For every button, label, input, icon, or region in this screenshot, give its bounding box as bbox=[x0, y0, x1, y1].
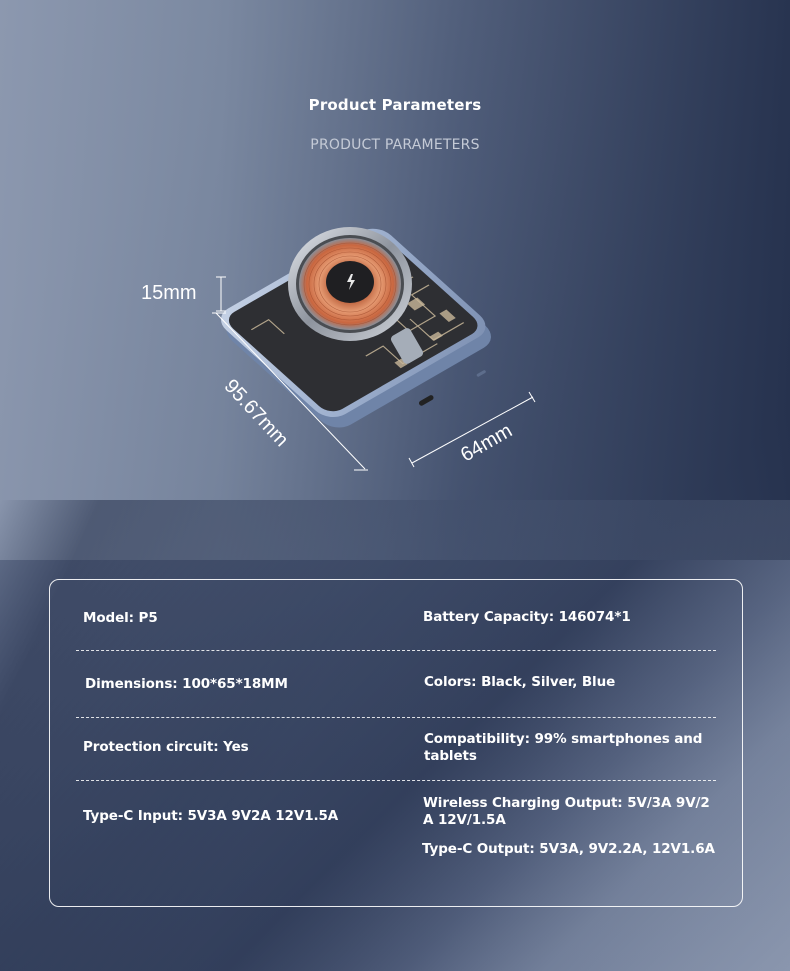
spec-colors: Colors: Black, Silver, Blue bbox=[424, 674, 616, 690]
spec-divider bbox=[76, 717, 716, 718]
spec-dimensions: Dimensions: 100*65*18MM bbox=[85, 676, 288, 692]
spec-divider bbox=[76, 650, 716, 651]
spec-typec-output: Type-C Output: 5V3A, 9V2.2A, 12V1.6A bbox=[422, 841, 715, 857]
background-bottom bbox=[0, 500, 790, 971]
page-subtitle: PRODUCT PARAMETERS bbox=[310, 137, 480, 153]
page-title: Product Parameters bbox=[308, 96, 482, 114]
power-bank-image bbox=[212, 227, 536, 471]
spec-card bbox=[49, 579, 743, 907]
wireless-coil bbox=[288, 227, 412, 341]
spec-battery-capacity: Battery Capacity: 146074*1 bbox=[423, 609, 631, 625]
spec-typec-input: Type-C Input: 5V3A 9V2A 12V1.5A bbox=[83, 808, 339, 824]
spec-model: Model: P5 bbox=[83, 610, 158, 626]
spec-compatibility: Compatibility: 99% smartphones and table… bbox=[424, 731, 703, 764]
spec-wireless-output: Wireless Charging Output: 5V/3A 9V/2A 12… bbox=[423, 795, 710, 828]
thickness-label: 15mm bbox=[141, 282, 197, 304]
dimension-lines bbox=[212, 276, 536, 471]
spec-protection-circuit: Protection circuit: Yes bbox=[83, 739, 249, 755]
product-illustration: 15mm 95.67mm 64mm bbox=[141, 227, 536, 471]
spec-divider bbox=[76, 780, 716, 781]
